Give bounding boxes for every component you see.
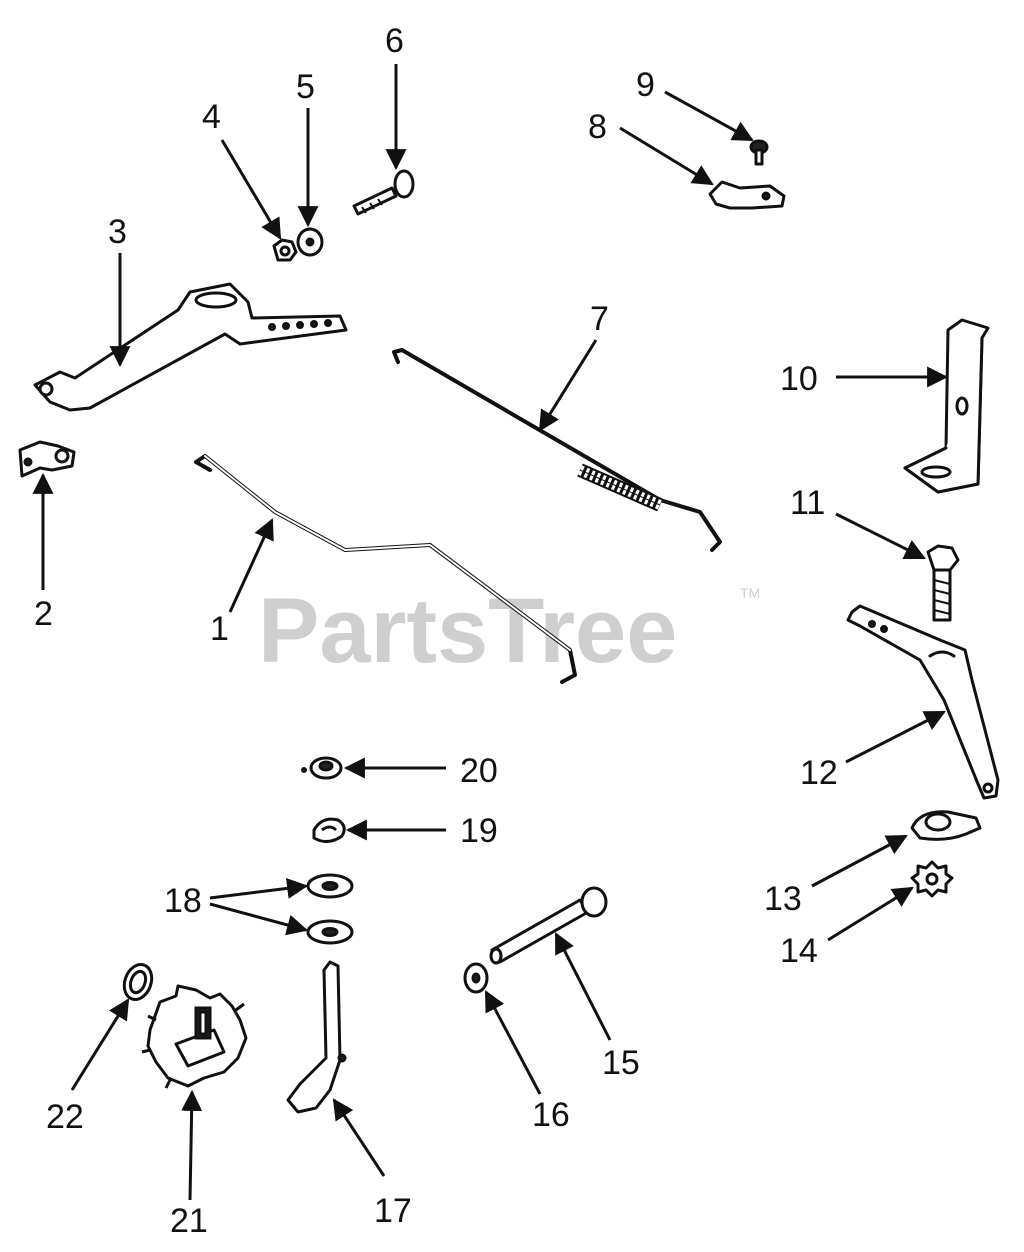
leader-7 xyxy=(538,339,598,432)
part-5-washer[interactable] xyxy=(296,227,324,257)
callout-19: 19 xyxy=(460,812,498,850)
part-10-l-bracket[interactable] xyxy=(903,318,990,494)
callout-17: 17 xyxy=(374,1192,412,1230)
part-2-clip[interactable] xyxy=(18,440,76,478)
callout-14: 14 xyxy=(780,932,818,970)
leader-14 xyxy=(827,886,914,942)
callout-18: 18 xyxy=(164,882,202,920)
leader-11 xyxy=(835,512,926,560)
callout-16: 16 xyxy=(532,1096,570,1134)
leader-8 xyxy=(619,126,714,186)
part-11-hex-bolt[interactable] xyxy=(926,544,960,622)
leader-12 xyxy=(845,710,946,764)
callout-4: 4 xyxy=(202,98,221,136)
part-4-hex-nut[interactable] xyxy=(272,238,298,262)
leader-1 xyxy=(228,518,274,613)
part-6-shoulder-bolt[interactable] xyxy=(352,169,415,216)
callout-11: 11 xyxy=(790,484,825,522)
callout-2: 2 xyxy=(34,595,53,633)
part-8-cable-clamp[interactable] xyxy=(708,180,786,210)
leader-15 xyxy=(554,932,612,1041)
callout-22: 22 xyxy=(46,1098,84,1136)
leader-13 xyxy=(811,834,908,888)
leader-18b xyxy=(209,902,309,936)
leader-22 xyxy=(70,998,130,1091)
part-13-cam-washer[interactable] xyxy=(910,810,982,841)
part-3-lever-bracket[interactable] xyxy=(33,282,348,412)
leader-9 xyxy=(664,90,754,142)
part-22-thrust-washer[interactable] xyxy=(120,961,157,1004)
leader-16 xyxy=(484,990,542,1095)
callout-7: 7 xyxy=(590,300,609,338)
callout-10: 10 xyxy=(780,360,818,398)
callout-5: 5 xyxy=(296,68,315,106)
callout-20: 20 xyxy=(460,752,498,790)
part-14-star-washer[interactable] xyxy=(910,860,954,898)
part-21-governor-gear[interactable] xyxy=(141,984,248,1089)
part-19-spring-clip[interactable] xyxy=(312,817,346,843)
part-15-shaft[interactable] xyxy=(489,886,608,965)
watermark-text: PartsTree xyxy=(258,580,677,682)
callout-9: 9 xyxy=(636,66,655,104)
leader-4 xyxy=(220,139,282,240)
callout-1: 1 xyxy=(210,610,229,648)
part-1-rod[interactable] xyxy=(194,454,577,684)
part-9-screw[interactable] xyxy=(749,139,769,166)
callout-21: 21 xyxy=(170,1202,208,1240)
leader-21 xyxy=(181,1089,203,1201)
callout-13: 13 xyxy=(764,880,802,918)
part-12-throttle-plate[interactable] xyxy=(846,604,1000,800)
part-20-nut[interactable] xyxy=(301,756,343,780)
callout-12: 12 xyxy=(800,754,838,792)
callout-3: 3 xyxy=(108,213,127,251)
part-17-crank-arm[interactable] xyxy=(286,960,347,1114)
part-7-rod-with-spring[interactable] xyxy=(392,348,722,552)
callout-15: 15 xyxy=(602,1044,640,1082)
part-16-washer[interactable] xyxy=(463,962,489,994)
watermark-trademark: TM xyxy=(740,585,760,601)
part-18-washers[interactable] xyxy=(306,873,354,945)
leader-17 xyxy=(332,1098,386,1177)
leader-18a xyxy=(209,877,309,900)
callout-6: 6 xyxy=(385,22,404,60)
callout-8: 8 xyxy=(588,108,607,146)
